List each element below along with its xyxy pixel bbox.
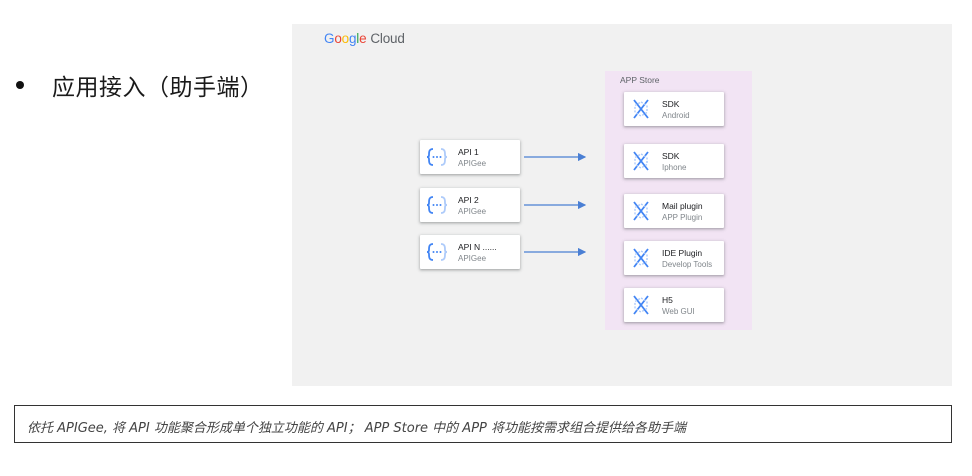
app-card-mail-plugin[interactable]: Mail plugin APP Plugin [624,194,724,228]
bullet-heading: 应用接入（助手端） [52,75,264,101]
endpoints-icon [633,151,649,171]
app-card-sdk-android[interactable]: SDK Android [624,92,724,126]
api-card-2[interactable]: API 2 APIGee [420,188,520,222]
app-card-sub: Develop Tools [662,260,713,269]
api-card-title: API 1 [458,147,479,157]
app-card-sdk-iphone[interactable]: SDK Iphone [624,144,724,178]
app-store-title: APP Store [620,75,660,85]
google-wordmark: Google [324,31,367,46]
app-card-sub: APP Plugin [662,213,703,222]
apigee-icon [426,148,448,166]
api-card-sub: APIGee [458,254,487,263]
endpoints-icon [633,99,649,119]
endpoints-icon [633,248,649,268]
cloud-wordmark: Cloud [370,31,405,46]
google-letter: G [324,31,335,46]
caption-box: 依托 APIGee, 将 API 功能聚合形成单个独立功能的 API； APP … [14,405,952,443]
app-card-title: Mail plugin [662,201,703,211]
api-card-1[interactable]: API 1 APIGee [420,140,520,174]
api-card-sub: APIGee [458,159,487,168]
app-card-ide-plugin[interactable]: IDE Plugin Develop Tools [624,241,724,275]
google-letter: o [341,31,350,46]
app-card-sub: Web GUI [662,307,695,316]
app-card-h5[interactable]: H5 Web GUI [624,288,724,322]
app-card-title: SDK [662,99,680,109]
app-card-sub: Android [662,111,690,120]
apigee-icon [426,196,448,214]
api-card-title: API N ...... [458,242,497,252]
app-card-title: H5 [662,295,673,305]
endpoints-icon [633,201,649,221]
apigee-icon [426,243,448,261]
api-card-title: API 2 [458,195,479,205]
google-letter: l [356,31,360,46]
app-card-title: SDK [662,151,680,161]
app-card-title: IDE Plugin [662,248,703,258]
api-card-sub: APIGee [458,207,487,216]
google-letter: e [359,31,367,46]
api-card-n[interactable]: API N ...... APIGee [420,235,520,269]
google-letter: o [334,31,342,46]
endpoints-icon [633,295,649,315]
caption-text: 依托 APIGee, 将 API 功能聚合形成单个独立功能的 API； APP … [27,421,687,436]
bullet-line: 应用接入（助手端） [16,68,264,102]
bullet-dot [16,81,24,89]
app-card-sub: Iphone [662,163,687,172]
google-letter: g [348,31,357,46]
